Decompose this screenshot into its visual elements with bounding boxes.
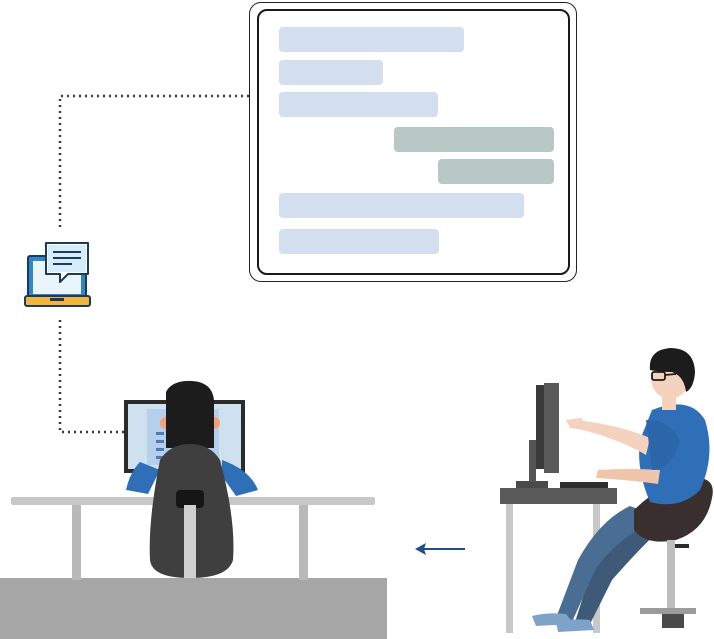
chat-bubble-received <box>279 92 438 117</box>
stool-post <box>667 540 675 610</box>
person-hair <box>649 348 695 392</box>
chat-bubble-received <box>279 60 383 85</box>
person-arm-pointing <box>574 420 650 455</box>
person-hand <box>566 418 584 430</box>
person-sleeve <box>646 420 680 470</box>
monitor-base <box>516 481 548 489</box>
desk-leg <box>506 503 513 633</box>
leg-front <box>556 506 660 622</box>
floor-platform <box>0 578 387 639</box>
desk-top <box>500 488 617 504</box>
chair-handle <box>176 490 204 508</box>
chat-bubble-sent <box>394 127 554 152</box>
chat-bubble-received <box>279 193 524 218</box>
side-monitor <box>536 383 559 473</box>
person-forearm <box>596 469 660 484</box>
desk-leg <box>299 502 308 580</box>
leg-back <box>575 520 660 624</box>
keyboard <box>560 482 608 488</box>
arm-left <box>126 462 160 494</box>
connector-line-bottom <box>58 320 128 434</box>
shoe <box>556 619 594 632</box>
chat-window <box>249 2 577 282</box>
stool-lever <box>675 544 689 548</box>
chat-bubble-received <box>279 27 464 52</box>
stool-foot <box>662 614 684 628</box>
glasses <box>651 371 677 381</box>
arrow-left-icon <box>415 543 465 555</box>
laptop-chat-icon <box>24 242 91 307</box>
chair-post <box>184 505 196 578</box>
chat-window-frame <box>257 9 570 275</box>
desk-leg <box>72 502 81 580</box>
stool-base <box>640 608 696 614</box>
chat-bubble-sent <box>438 159 554 184</box>
monitor-neck <box>529 440 536 482</box>
person-back-hair <box>166 380 214 448</box>
arm-right <box>222 460 258 496</box>
chat-bubble-received <box>279 229 439 254</box>
